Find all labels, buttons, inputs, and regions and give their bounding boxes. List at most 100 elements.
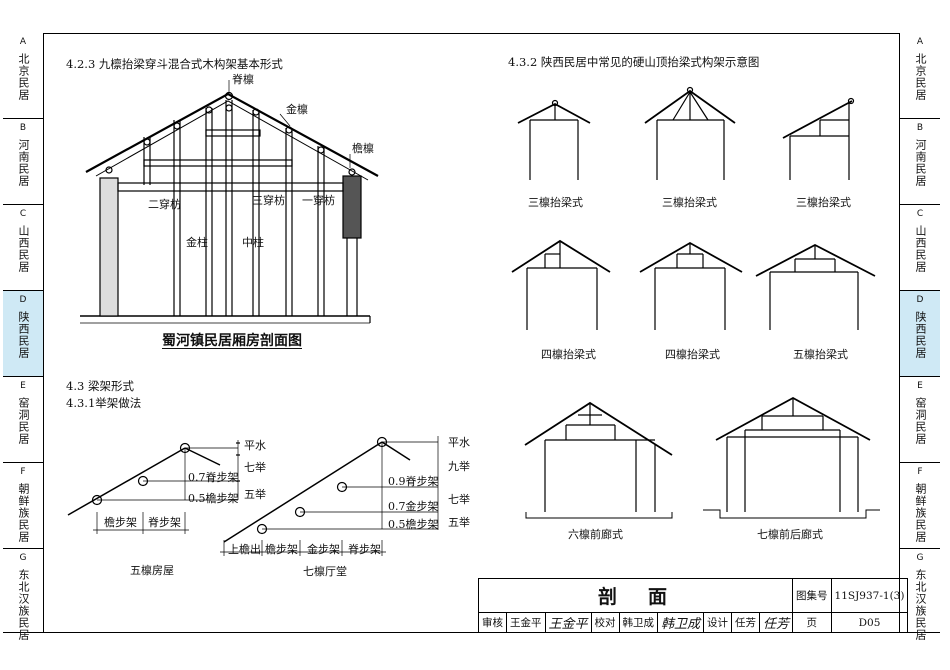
frame-4b: [639, 241, 743, 330]
review-name: 王金平: [506, 612, 546, 633]
label-tie-2: 二穿枋: [148, 198, 181, 211]
caption-3c: 三檩抬梁式: [796, 196, 851, 209]
label-golden-purlin: 金檩: [286, 103, 308, 116]
seven-label-b1: 檐步架: [265, 543, 298, 556]
atlas-number: 11SJ937-1(3): [830, 578, 909, 613]
page-label: 页: [792, 612, 832, 633]
check-name: 韩卫成: [618, 612, 659, 633]
sidebar-tab-label: 北京民居: [914, 53, 927, 101]
five-label-bottom2: 脊步架: [148, 516, 181, 529]
seven-label-b2: 金步架: [307, 543, 340, 556]
caption-4b: 四檩抬梁式: [665, 348, 720, 361]
sidebar-tab-f[interactable]: F 朝鲜族民居: [900, 463, 940, 549]
sidebar-tab-letter: C: [916, 209, 924, 219]
label-tie-1: 一穿枋: [302, 194, 335, 207]
seven-label-seven: 七举: [448, 493, 470, 506]
drawing-frame: [43, 33, 900, 633]
sidebar-tab-f[interactable]: F 朝鲜族民居: [3, 463, 43, 549]
section-caption: 蜀河镇民居厢房剖面图: [162, 333, 302, 349]
sidebar-tab-b[interactable]: B 河南民居: [900, 119, 940, 205]
sidebar-tab-label: 东北汉族民居: [914, 569, 927, 641]
label-golden-column: 金柱: [186, 236, 208, 249]
seven-caption: 七檩厅堂: [303, 565, 347, 578]
sidebar-tab-label: 北京民居: [17, 53, 30, 101]
sidebar-tab-letter: E: [20, 381, 26, 391]
five-label-five: 五举: [244, 488, 266, 501]
sheet-title: 剖 面: [477, 578, 794, 613]
sidebar-tab-letter: C: [19, 209, 27, 219]
sidebar-tab-label: 东北汉族民居: [17, 569, 30, 641]
seven-label-b0: 上檐出: [228, 543, 261, 556]
sidebar-tab-c[interactable]: C 山西民居: [3, 205, 43, 291]
sidebar-tab-g[interactable]: G 东北汉族民居: [3, 549, 43, 641]
sidebar-tab-letter: F: [20, 467, 26, 477]
sidebar-tab-label: 陕西民居: [17, 311, 30, 359]
seven-label-five: 五举: [448, 516, 470, 529]
sidebar-tab-g[interactable]: G 东北汉族民居: [900, 549, 940, 641]
design-signature: 任芳: [759, 612, 794, 633]
sidebar-tab-d[interactable]: D 陕西民居: [900, 291, 940, 377]
review-signature: 王金平: [544, 612, 592, 633]
sidebar-tab-letter: D: [19, 295, 27, 305]
heading-423: 4.2.3 九檩抬梁穿斗混合式木构架基本形式: [66, 57, 283, 71]
five-label-eave-step: 0.5檐步架: [188, 492, 239, 505]
sidebar-tab-e[interactable]: E 窑洞民居: [3, 377, 43, 463]
seven-label-b3: 脊步架: [348, 543, 381, 556]
seven-label-ridge-step: 0.9脊步架: [388, 475, 439, 488]
sidebar-tab-label: 河南民居: [17, 139, 30, 187]
caption-7: 七檩前后廊式: [757, 528, 823, 541]
frame-3c: [782, 97, 855, 180]
frame-3b: [644, 86, 736, 180]
heading-431: 4.3.1举架做法: [66, 396, 142, 410]
label-ridge-purlin: 脊檩: [232, 73, 254, 86]
check-signature: 韩卫成: [657, 612, 705, 633]
label-tie-3: 三穿枋: [252, 194, 285, 207]
seven-label-nine: 九举: [448, 460, 470, 473]
heading-43: 4.3 梁架形式: [66, 379, 134, 393]
sidebar-tab-d[interactable]: D 陕西民居: [3, 291, 43, 377]
sidebar-tab-label: 朝鲜族民居: [17, 483, 30, 543]
sidebar-tab-letter: F: [917, 467, 923, 477]
five-label-seven: 七举: [244, 461, 266, 474]
caption-3a: 三檩抬梁式: [528, 196, 583, 209]
caption-4a: 四檩抬梁式: [541, 348, 596, 361]
design-label: 设计: [703, 612, 733, 633]
sidebar-tab-label: 陕西民居: [914, 311, 927, 359]
frame-4a: [511, 239, 611, 330]
seven-label-eave-step: 0.5檐步架: [388, 518, 439, 531]
caption-5: 五檩抬梁式: [793, 348, 848, 361]
review-label: 审核: [478, 612, 507, 633]
sidebar-tab-label: 朝鲜族民居: [914, 483, 927, 543]
page-number: D05: [830, 612, 909, 633]
check-label: 校对: [590, 612, 620, 633]
frame-7: [703, 396, 880, 519]
sidebar-tab-b[interactable]: B 河南民居: [3, 119, 43, 205]
caption-3b: 三檩抬梁式: [662, 196, 717, 209]
sidebar-tab-letter: A: [19, 37, 27, 47]
sidebar-tab-label: 窑洞民居: [914, 397, 927, 445]
seven-label-gold-step: 0.7金步架: [388, 500, 439, 513]
section-drawing-423: [80, 80, 379, 324]
sidebar-tab-label: 河南民居: [914, 139, 927, 187]
sidebar-tab-letter: B: [19, 123, 27, 133]
sidebar-tab-a[interactable]: A 北京民居: [3, 33, 43, 119]
five-label-bottom1: 檐步架: [104, 516, 137, 529]
sidebar-tab-e[interactable]: E 窑洞民居: [900, 377, 940, 463]
sidebar-tab-label: 山西民居: [17, 225, 30, 273]
sidebar-tab-label: 窑洞民居: [17, 397, 30, 445]
design-name: 任芳: [731, 612, 761, 633]
sidebar-tab-letter: G: [19, 553, 27, 563]
frame-6: [524, 401, 673, 519]
five-purlin-drawing: [67, 440, 240, 534]
label-eave-purlin: 檐檩: [352, 142, 374, 155]
five-label-flat: 平水: [244, 439, 266, 452]
five-caption: 五檩房屋: [130, 564, 174, 577]
sidebar-tab-letter: E: [917, 381, 923, 391]
sidebar-tab-letter: D: [916, 295, 924, 305]
sidebar-tab-letter: G: [916, 553, 924, 563]
heading-432: 4.3.2 陕西民居中常见的硬山顶抬梁式构架示意图: [508, 55, 760, 69]
frame-5: [755, 243, 876, 330]
sidebar-tab-letter: B: [916, 123, 924, 133]
